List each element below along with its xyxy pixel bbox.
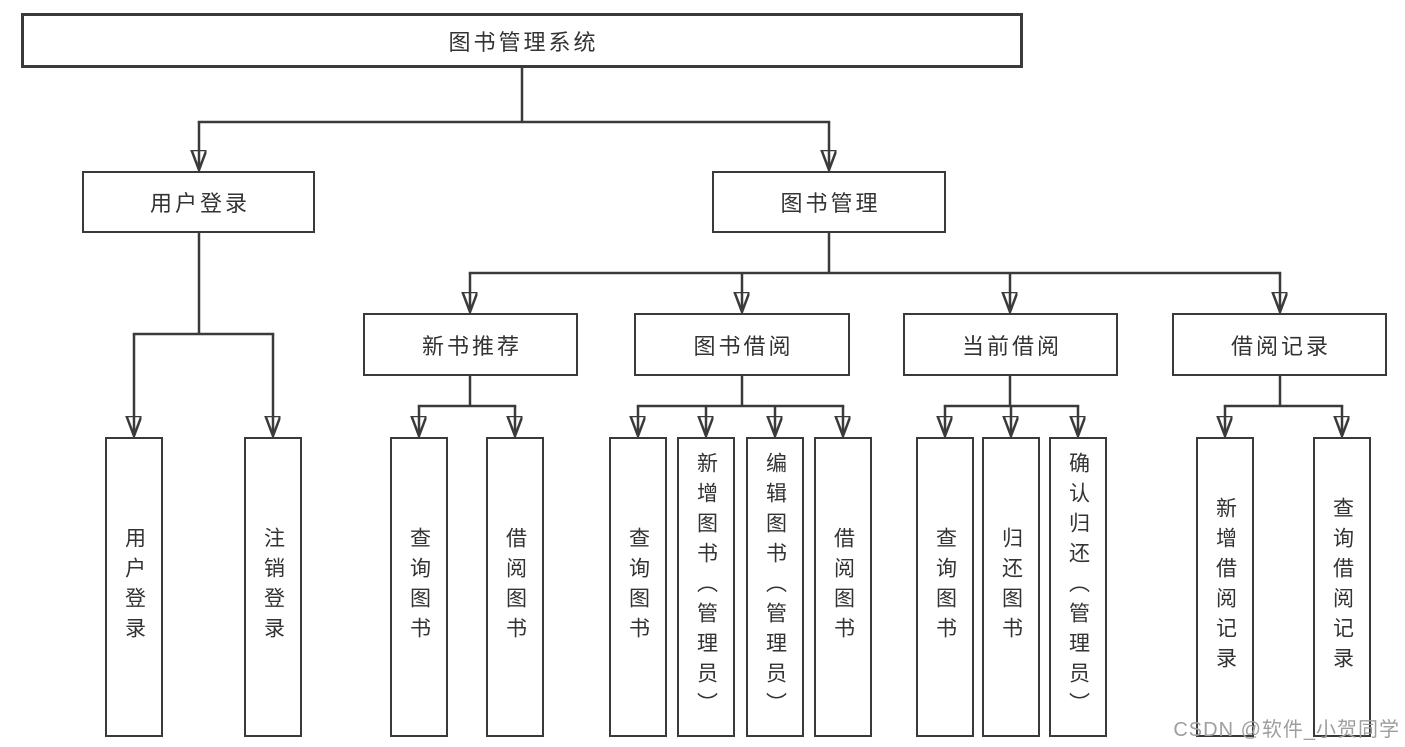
node-user-login-label: 用户登录 (149, 191, 250, 216)
connector-borrowing-records-children (1225, 376, 1342, 435)
node-current-borrowing-label: 当前借阅 (961, 333, 1062, 359)
leaf-confirm-return-admin: 确认归还（管理员） (1049, 437, 1107, 737)
leaf-query-books-a-label: 查询图书 (407, 527, 431, 647)
leaf-confirm-return-admin-label: 确认归还（管理员） (1066, 452, 1090, 722)
connector-user-login-children (134, 233, 273, 435)
connector-book-management-children (470, 233, 1280, 311)
node-new-book-recommend: 新书推荐 (363, 313, 578, 376)
node-root: 图书管理系统 (21, 13, 1023, 68)
connector-new-book-recommend-children (419, 376, 515, 435)
leaf-borrow-books-b: 借阅图书 (814, 437, 872, 737)
leaf-borrow-books-a: 借阅图书 (486, 437, 544, 737)
leaf-edit-book-admin: 编辑图书（管理员） (746, 437, 804, 737)
leaf-query-books-c: 查询图书 (916, 437, 974, 737)
connector-root-to-level2 (199, 68, 829, 169)
connector-book-borrowing-children (638, 376, 843, 435)
leaf-query-books-b: 查询图书 (609, 437, 667, 737)
node-borrowing-records: 借阅记录 (1172, 313, 1387, 376)
node-book-borrowing: 图书借阅 (634, 313, 850, 376)
leaf-user-login: 用户登录 (105, 437, 163, 737)
csdn-watermark: CSDN @软件_小贺同学 (1173, 719, 1400, 741)
node-current-borrowing: 当前借阅 (903, 313, 1118, 376)
node-book-borrowing-label: 图书借阅 (693, 333, 794, 359)
leaf-return-book: 归还图书 (982, 437, 1040, 737)
connector-current-borrowing-children (945, 376, 1078, 435)
leaf-add-borrow-record: 新增借阅记录 (1196, 437, 1254, 737)
leaf-add-book-admin-label: 新增图书（管理员） (694, 452, 718, 722)
leaf-return-book-label: 归还图书 (999, 527, 1023, 647)
node-book-management-label: 图书管理 (780, 191, 881, 216)
leaf-logout-label: 注销登录 (261, 527, 285, 647)
leaf-user-login-label: 用户登录 (122, 527, 146, 647)
leaf-borrow-books-b-label: 借阅图书 (831, 527, 855, 647)
leaf-query-borrow-record: 查询借阅记录 (1313, 437, 1371, 737)
node-borrowing-records-label: 借阅记录 (1230, 333, 1331, 359)
leaf-query-books-a: 查询图书 (390, 437, 448, 737)
leaf-query-borrow-record-label: 查询借阅记录 (1330, 497, 1354, 677)
leaf-query-books-b-label: 查询图书 (626, 527, 650, 647)
leaf-edit-book-admin-label: 编辑图书（管理员） (763, 452, 787, 722)
leaf-query-books-c-label: 查询图书 (933, 527, 957, 647)
node-book-management: 图书管理 (712, 171, 946, 233)
node-new-book-recommend-label: 新书推荐 (421, 333, 522, 359)
node-root-label: 图书管理系统 (448, 29, 599, 55)
leaf-add-borrow-record-label: 新增借阅记录 (1213, 497, 1237, 677)
leaf-add-book-admin: 新增图书（管理员） (677, 437, 735, 737)
node-user-login: 用户登录 (82, 171, 315, 233)
leaf-borrow-books-a-label: 借阅图书 (503, 527, 527, 647)
leaf-logout: 注销登录 (244, 437, 302, 737)
